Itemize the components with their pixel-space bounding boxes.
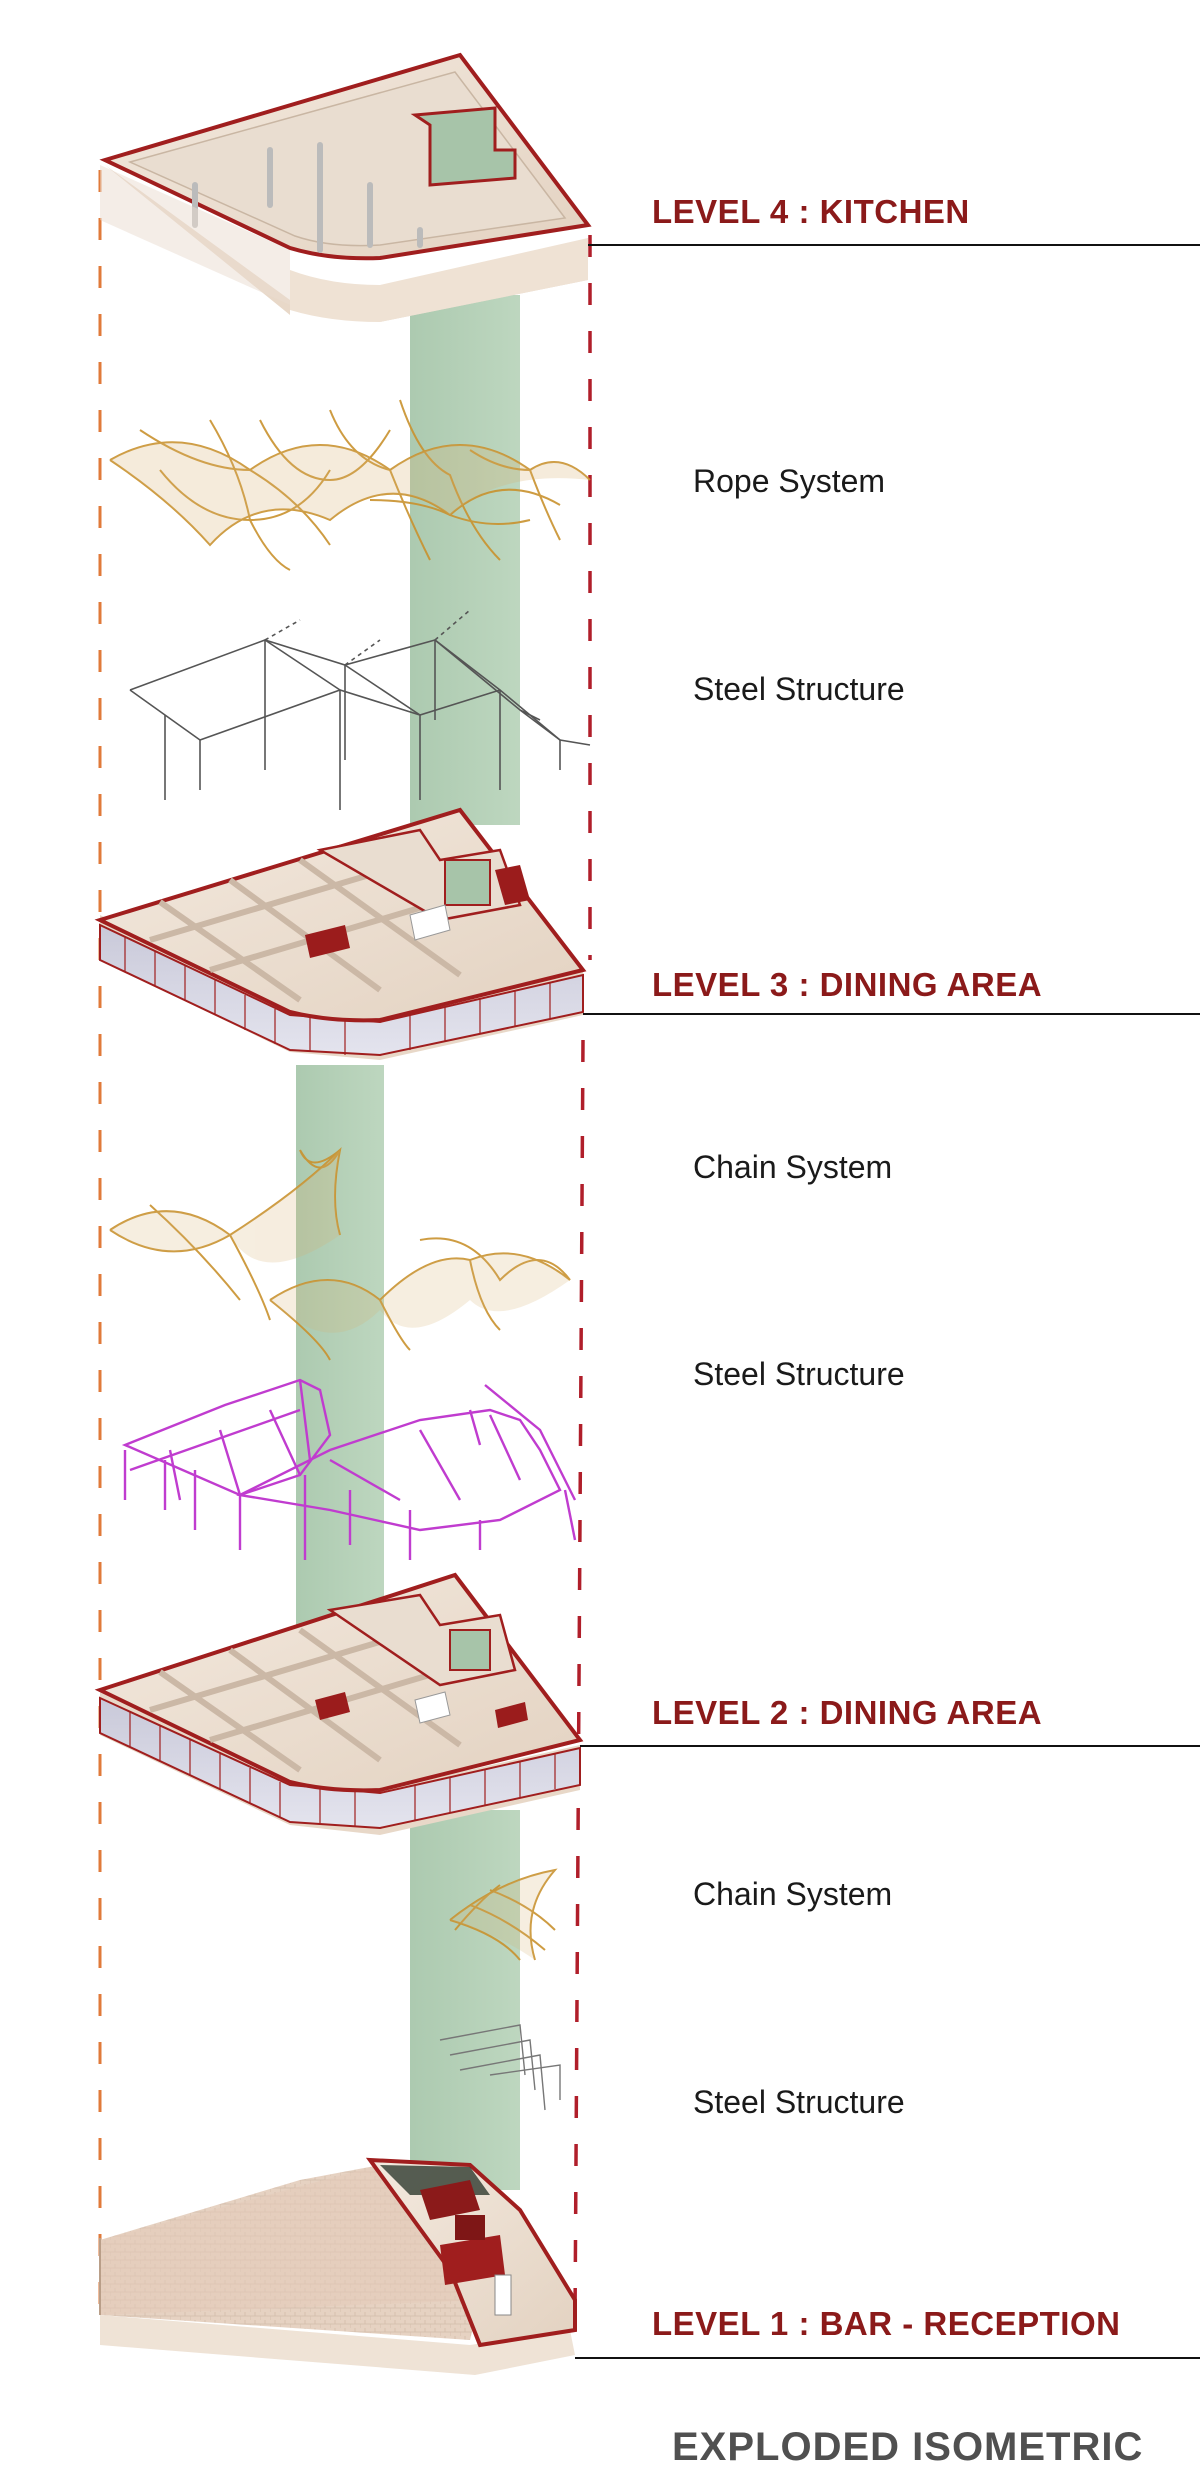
steel-structure-middle-label: Steel Structure <box>693 1356 905 1392</box>
core-shafts <box>296 295 520 2190</box>
chain-system-lower-fabric <box>450 1870 555 1960</box>
rope-system-fabric <box>110 442 590 545</box>
level1-block <box>99 2157 577 2375</box>
steel-structure-middle <box>121 1378 577 1560</box>
core-shaft-upper <box>410 295 520 825</box>
level3-slab <box>94 807 587 1060</box>
chain-system-lower-label: Chain System <box>693 1876 893 1912</box>
rope-system-label: Rope System <box>693 463 886 499</box>
level1-label: LEVEL 1 : BAR - RECEPTION <box>652 2305 1121 2342</box>
level2-label: LEVEL 2 : DINING AREA <box>652 1694 1043 1731</box>
alignment-dashes <box>98 170 592 2321</box>
level4-slab <box>99 52 592 322</box>
level2-slab <box>94 1572 584 1835</box>
chain-system-lower <box>449 1868 558 1961</box>
chain-system-upper-label: Chain System <box>693 1149 893 1185</box>
right-dashed-line-lower <box>573 1039 585 2321</box>
level4-label: LEVEL 4 : KITCHEN <box>652 193 970 230</box>
level3-label: LEVEL 3 : DINING AREA <box>652 966 1043 1003</box>
chain-system-upper <box>109 1146 571 1361</box>
diagram-title: EXPLODED ISOMETRIC <box>672 2425 1144 2469</box>
steel-structure-lower <box>439 2024 561 2111</box>
level2-mullions <box>129 1712 556 1826</box>
leader-lines <box>575 244 1200 2359</box>
core-shaft-lower <box>410 1810 520 2190</box>
steel-structure-upper <box>129 609 591 810</box>
steel-structure-lower-label: Steel Structure <box>693 2084 905 2120</box>
rope-system <box>109 399 591 571</box>
chain-system-upper-fabric <box>110 1150 570 1333</box>
level3-mullions <box>124 937 551 1055</box>
steel-structure-upper-label: Steel Structure <box>693 671 905 707</box>
